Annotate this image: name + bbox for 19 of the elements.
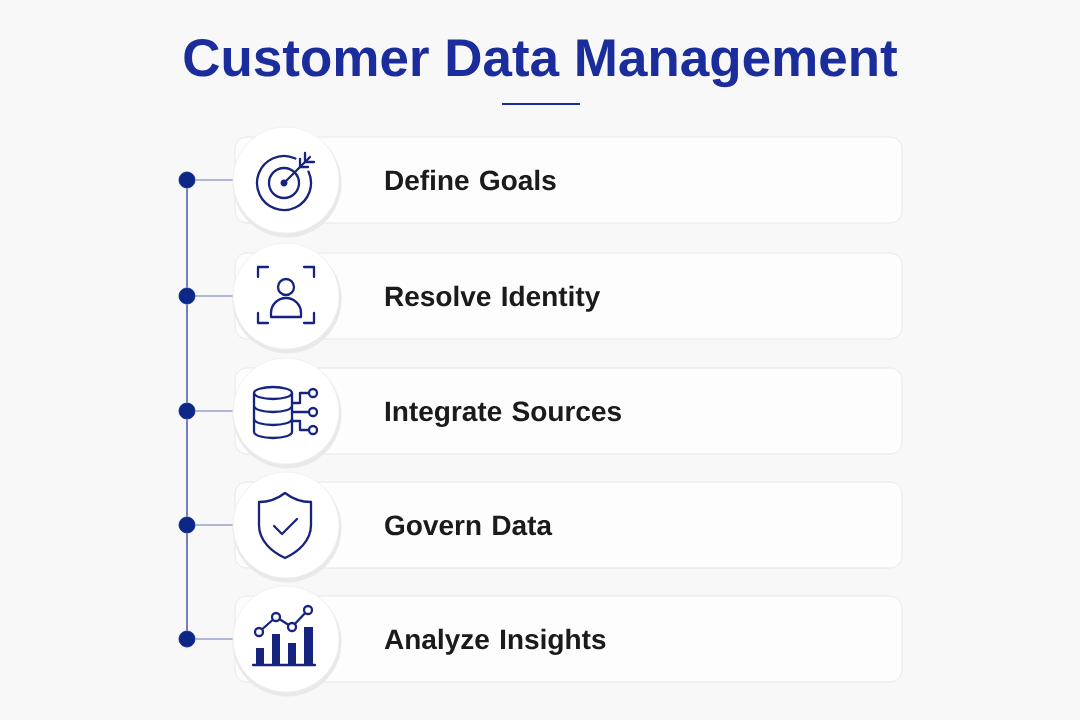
connector-line — [194, 410, 234, 412]
icon-circle — [232, 357, 342, 469]
icon-circle — [232, 471, 342, 583]
connector-line — [186, 532, 188, 632]
timeline-dot — [178, 402, 196, 420]
connector-line — [186, 303, 188, 404]
connector-line — [194, 179, 234, 181]
connector-line — [194, 638, 234, 640]
timeline-dot — [178, 287, 196, 305]
timeline-dot — [178, 630, 196, 648]
timeline-dot — [178, 516, 196, 534]
timeline-dot — [178, 171, 196, 189]
connector-line — [186, 187, 188, 289]
title: Customer Data Management — [184, 39, 898, 88]
icon-circle — [232, 126, 342, 238]
connector-line — [194, 524, 234, 526]
connector-line — [194, 295, 234, 297]
connector-line — [186, 418, 188, 518]
icon-circle — [232, 242, 342, 354]
